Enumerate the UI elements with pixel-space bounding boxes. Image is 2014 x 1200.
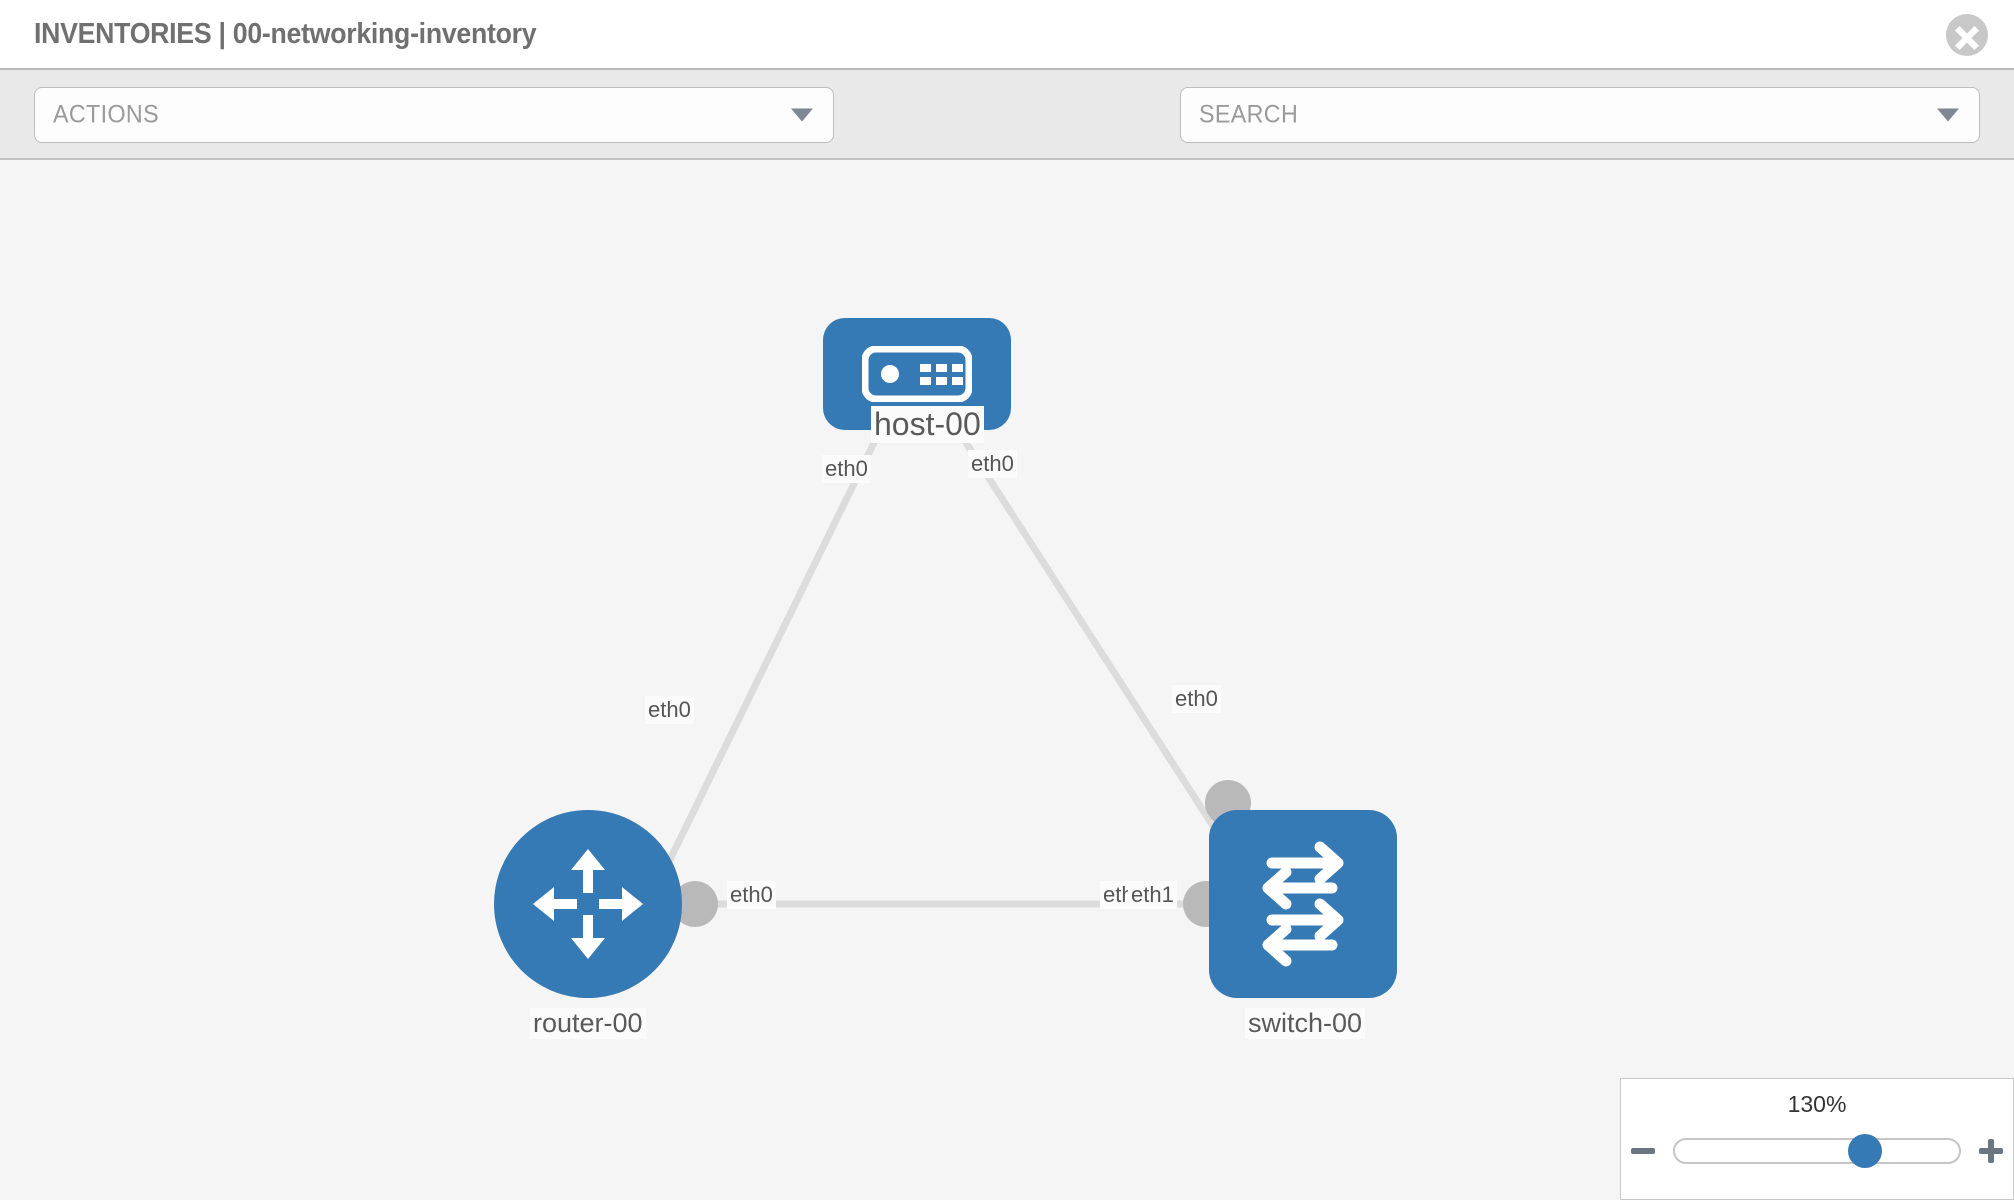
router-arrows-icon xyxy=(494,810,682,998)
chevron-down-icon xyxy=(1937,108,1959,122)
zoom-slider-thumb[interactable] xyxy=(1848,1134,1883,1168)
page-header: INVENTORIES | 00-networking-inventory xyxy=(0,0,2014,70)
zoom-level-value: 130% xyxy=(1787,1091,1847,1117)
if-label-host-right: eth0 xyxy=(968,450,1017,478)
chevron-down-icon xyxy=(791,108,813,122)
zoom-out-button[interactable] xyxy=(1621,1136,1665,1166)
topology-canvas[interactable]: host-00 xyxy=(0,160,2014,1200)
zoom-slider-row xyxy=(1621,1131,2013,1171)
page-title: INVENTORIES | 00-networking-inventory xyxy=(34,18,537,50)
topology-links xyxy=(656,408,1238,908)
node-label-router: router-00 xyxy=(530,1008,646,1039)
actions-dropdown[interactable]: ACTIONS xyxy=(34,87,834,143)
zoom-control-panel: 130% xyxy=(1620,1078,2014,1200)
if-label-host-left: eth0 xyxy=(822,455,871,483)
search-placeholder: SEARCH xyxy=(1199,100,1299,129)
if-label-router-right: eth0 xyxy=(727,881,776,909)
topology-graph: host-00 xyxy=(0,160,2014,1200)
if-label-switch-up: eth0 xyxy=(1172,685,1221,713)
node-label-switch: switch-00 xyxy=(1245,1008,1366,1039)
switch-arrows-icon xyxy=(1209,810,1397,998)
actions-dropdown-label: ACTIONS xyxy=(53,100,159,129)
toolbar: ACTIONS SEARCH xyxy=(0,70,2014,197)
zoom-slider-track[interactable] xyxy=(1673,1134,1961,1168)
close-icon[interactable] xyxy=(1946,14,1988,56)
zoom-in-button[interactable] xyxy=(1969,1136,2013,1166)
if-label-router-up: eth0 xyxy=(645,696,694,724)
search-input[interactable]: SEARCH xyxy=(1180,87,1980,143)
node-label-host: host-00 xyxy=(871,406,984,443)
if-label-switch-left-front: eth1 xyxy=(1128,881,1177,909)
